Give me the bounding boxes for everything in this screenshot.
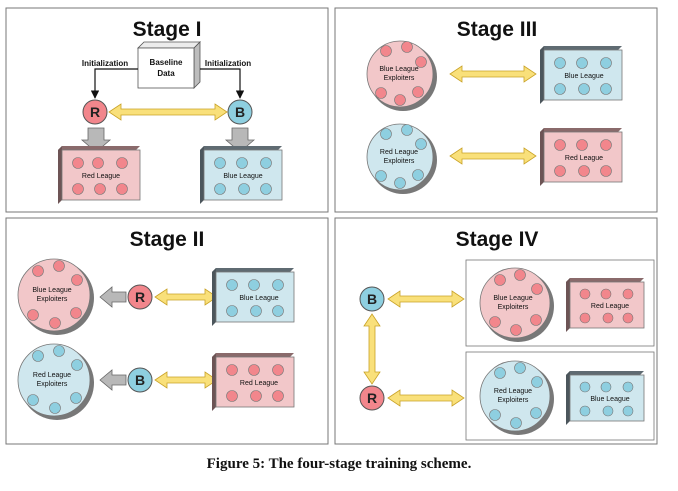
agent-r-stage2: R [127,284,153,310]
stage-3-title: Stage III [457,18,538,41]
agent-b-stage1: B [227,99,253,125]
stage-2-title: Stage II [130,228,205,251]
stage-1-title: Stage I [133,18,202,41]
blue-exploiters-circle-stage2: Blue League Exploiters [17,258,94,335]
agent-r-stage4: R [359,385,385,411]
stage-4-title: Stage IV [456,228,539,251]
init-label-right: Initialization [205,59,251,68]
red-league-box-stage1: Red League [58,146,141,204]
svg-text:Red League: Red League [591,303,629,310]
vertical-double-arrow-stage4 [363,313,381,385]
double-arrow-stage3-top [449,65,537,83]
svg-text:Exploiters: Exploiters [37,296,68,303]
svg-text:Exploiters: Exploiters [498,304,529,311]
svg-text:Exploiters: Exploiters [384,75,415,82]
svg-text:Exploiters: Exploiters [37,381,68,388]
red-league-box-stage4: Red League [566,278,645,332]
svg-text:Red League: Red League [33,372,71,379]
blue-league-box-stage1: Blue League [200,146,283,204]
svg-text:Exploiters: Exploiters [498,397,529,404]
svg-text:Red League: Red League [240,380,278,387]
svg-text:Blue League: Blue League [32,287,71,294]
stage-2-panel: Stage II Blue League Exploiters R [5,217,329,445]
agent-b-stage2: B [127,367,153,393]
svg-text:Blue League: Blue League [564,73,603,80]
double-arrow-stage4-top [387,290,465,308]
baseline-data-label-1: Baseline [150,58,183,67]
svg-text:R: R [367,390,377,406]
blue-league-label: Blue League [223,173,262,180]
agent-b-stage4: B [359,286,385,312]
double-arrow-r-b [108,103,228,121]
double-arrow-stage4-bottom [387,389,465,407]
svg-text:Red League: Red League [380,149,418,156]
red-exploiters-circle-stage3: Red League Exploiters [366,123,437,194]
blue-exploiters-circle-stage3: Blue League Exploiters [366,40,437,111]
stage-4-panel: Stage IV B R Blue League [334,217,658,445]
baseline-data-label-2: Data [157,69,175,78]
svg-text:B: B [135,372,145,388]
figure-caption: Figure 5: The four-stage training scheme… [206,456,472,472]
svg-text:Exploiters: Exploiters [384,158,415,165]
blue-league-box-stage4: Blue League [566,371,645,425]
red-league-label: Red League [82,173,120,180]
red-exploiters-circle-stage2: Red League Exploiters [17,343,94,420]
svg-text:R: R [135,289,145,305]
svg-text:B: B [235,104,245,120]
stage-3-panel: Stage III Blue League Exploiters [334,7,658,213]
baseline-data-box: Baseline Data [137,41,201,89]
blue-exploiters-circle-stage4: Blue League Exploiters [479,267,554,342]
svg-text:R: R [90,104,100,120]
stage-1-panel: Stage I Baseline Data Initialization Ini… [5,7,329,213]
init-arrow-left [90,68,138,99]
blue-league-box-stage2: Blue League [212,268,295,326]
svg-text:B: B [367,291,377,307]
blue-league-box-stage3: Blue League [540,46,623,104]
red-league-box-stage2: Red League [212,353,295,411]
left-arrow-stage2-bottom [99,369,127,391]
init-arrow-right [200,68,245,99]
svg-text:Blue League: Blue League [239,295,278,302]
svg-text:Blue League: Blue League [590,396,629,403]
init-label-left: Initialization [82,59,128,68]
red-exploiters-circle-stage4: Red League Exploiters [479,360,554,435]
svg-text:Blue League: Blue League [493,295,532,302]
agent-r-stage1: R [82,99,108,125]
left-arrow-stage2-top [99,286,127,308]
double-arrow-stage3-bottom [449,147,537,165]
red-league-box-stage3: Red League [540,128,623,186]
svg-text:Red League: Red League [494,388,532,395]
svg-text:Red League: Red League [565,155,603,162]
svg-text:Blue League: Blue League [379,66,418,73]
